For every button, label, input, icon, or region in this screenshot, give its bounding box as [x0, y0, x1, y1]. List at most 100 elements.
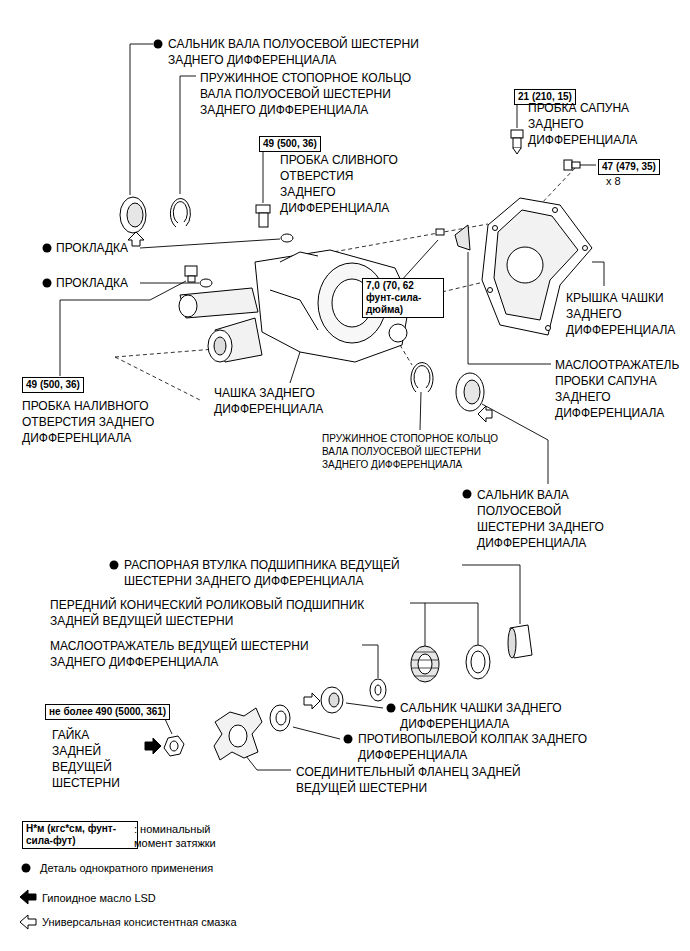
part-label: ПРУЖИННОЕ СТОПОРНОЕ КОЛЬЦО ВАЛА ПОЛУОСЕВ… — [322, 432, 512, 471]
oil-seal — [329, 693, 339, 707]
carrier-cover — [488, 288, 493, 293]
oil-slinger — [370, 679, 386, 701]
part-label-text: ПРОТИВОПЫЛЕВОЙ КОЛПАК ЗАДНЕГО ДИФФЕРЕНЦИ… — [358, 732, 587, 762]
legend-samples — [20, 864, 36, 930]
assembly-dashed-lines — [540, 168, 575, 205]
part-label: ПРОТИВОПЫЛЕВОЙ КОЛПАК ЗАДНЕГО ДИФФЕРЕНЦИ… — [358, 731, 608, 763]
part-label-text: ПРУЖИННОЕ СТОПОРНОЕ КОЛЬЦО ВАЛА ПОЛУОСЕВ… — [200, 71, 411, 117]
pinion-nut — [145, 738, 161, 754]
pinion-nut — [145, 736, 184, 756]
snap-ring — [173, 202, 187, 223]
leader-lines — [140, 239, 280, 248]
breather-plug — [513, 138, 521, 148]
part-label-text: ПРОКЛАДКА — [56, 241, 128, 255]
companion-flange — [214, 708, 262, 760]
leader-lines — [400, 240, 438, 282]
assembly-dashed-lines — [400, 345, 412, 365]
part-label: МАСЛООТРАЖАТЕЛЬ ВЕДУЩЕЙ ШЕСТЕРНИ ЗАДНЕГО… — [50, 638, 355, 670]
single-use-mark — [463, 490, 472, 499]
dust-deflector — [270, 705, 290, 731]
part-label: МАСЛООТРАЖАТЕЛЬ ПРОБКИ САПУНА ЗАДНЕГО ДИ… — [555, 357, 686, 421]
torque-box: 49 (500, 36) — [259, 136, 321, 152]
leader-lines — [246, 756, 291, 770]
filler-plug — [188, 276, 195, 282]
part-label: ГАЙКА ЗАДНЕЙ ВЕДУЩЕЙ ШЕСТЕРНИ — [52, 727, 134, 791]
bearing-spacer — [508, 628, 516, 658]
side-gear-oil-seal — [120, 197, 146, 233]
side-gear-oil-seal — [128, 232, 144, 246]
side-gear-oil-seal — [120, 197, 146, 246]
breather-plug — [511, 130, 523, 138]
differential-carrier — [179, 295, 197, 317]
part-label: ПРОБКА НАЛИВНОГО ОТВЕРСТИЯ ЗАДНЕГО ДИФФЕ… — [22, 398, 182, 446]
legend-text: Деталь однократного применения — [40, 862, 213, 874]
leader-lines — [165, 719, 172, 734]
drain-plug — [259, 213, 268, 227]
leader-lines — [425, 603, 426, 646]
part-label-text: КРЫШКА ЧАШКИ ЗАДНЕГО ДИФФЕРЕНЦИАЛА — [566, 291, 675, 337]
bearing-outer-race — [466, 645, 490, 679]
part-label-text: ГАЙКА ЗАДНЕЙ ВЕДУЩЕЙ ШЕСТЕРНИ — [52, 728, 120, 790]
part-label: СОЕДИНИТЕЛЬНЫЙ ФЛАНЕЦ ЗАДНЕЙ ВЕДУЩЕЙ ШЕС… — [296, 764, 558, 796]
snap-ring-right — [411, 363, 433, 392]
side-gear-oil-seal-right — [456, 373, 484, 411]
differential-carrier — [214, 337, 226, 355]
leader-lines — [293, 727, 340, 739]
bearing-outer-race — [471, 651, 485, 673]
part-label: ПРОБКА САПУНА ЗАДНЕГО ДИФФЕРЕНЦИАЛА — [528, 100, 653, 148]
part-label-text: САЛЬНИК ЧАШКИ ЗАДНЕГО ДИФФЕРЕНЦИАЛА — [400, 701, 562, 731]
leader-lines — [290, 352, 300, 383]
carrier-cover — [553, 208, 558, 213]
cover-bolt — [564, 160, 572, 170]
oil-slinger — [370, 679, 386, 701]
pinion-nut — [164, 736, 184, 756]
torque-value: не более 490 (5000, 361) — [49, 706, 166, 717]
snap-ring — [170, 199, 190, 227]
leader-lines — [346, 703, 383, 708]
part-label: ПРОКЛАДКА — [56, 275, 176, 291]
part-label-text: ПРОКЛАДКА — [56, 276, 128, 290]
part-label-text: x 8 — [606, 175, 621, 187]
tapered-roller-bearing — [412, 652, 438, 676]
legend-entry: Деталь однократного применения — [40, 861, 213, 875]
part-label-text: ПРОБКА НАЛИВНОГО ОТВЕРСТИЯ ЗАДНЕГО ДИФФЕ… — [22, 399, 154, 445]
side-gear-oil-seal-right — [478, 406, 492, 422]
legend-text: Универсальная консистентная смазка — [42, 916, 237, 928]
companion-flange — [229, 725, 247, 747]
part-label: ПРУЖИННОЕ СТОПОРНОЕ КОЛЬЦО ВАЛА ПОЛУОСЕВ… — [200, 70, 430, 118]
leader-lines — [140, 283, 199, 284]
part-label: САЛЬНИК ВАЛА ПОЛУОСЕВОЙ ШЕСТЕРНИ ЗАДНЕГО… — [168, 36, 458, 68]
part-label: САЛЬНИК ВАЛА ПОЛУОСЕВОЙ ШЕСТЕРНИ ЗАДНЕГО… — [477, 487, 622, 551]
torque-box: не более 490 (5000, 361) — [45, 704, 170, 720]
differential-carrier — [280, 252, 318, 262]
leader-lines — [580, 165, 596, 166]
part-label-text: ПРОБКА САПУНА ЗАДНЕГО ДИФФЕРЕНЦИАЛА — [528, 101, 637, 147]
part-label: ПРОКЛАДКА — [56, 240, 176, 256]
dust-deflector — [270, 705, 290, 731]
legend-entry: Гипоидное масло LSD — [42, 891, 156, 905]
differential-carrier — [208, 330, 232, 362]
breather-plug — [513, 148, 521, 154]
assembly-dashed-lines — [115, 357, 200, 400]
single-use-mark — [43, 40, 472, 744]
differential-carrier — [389, 324, 407, 342]
part-label-text: САЛЬНИК ВАЛА ПОЛУОСЕВОЙ ШЕСТЕРНИ ЗАДНЕГО… — [168, 37, 419, 67]
baffle-screw — [436, 229, 444, 235]
part-label: : номинальный момент затяжки — [134, 822, 244, 850]
leader-lines — [592, 262, 604, 286]
drain-plug — [256, 205, 270, 213]
part-label-text: СОЕДИНИТЕЛЬНЫЙ ФЛАНЕЦ ЗАДНЕЙ ВЕДУЩЕЙ ШЕС… — [296, 765, 521, 795]
dust-deflector — [276, 711, 286, 725]
torque-box: 49 (500, 36) — [22, 377, 84, 393]
torque-box: 47 (479, 35) — [598, 159, 660, 175]
oil-slinger — [375, 685, 381, 695]
bearing-spacer — [508, 625, 532, 658]
companion-flange — [214, 708, 262, 760]
part-label: САЛЬНИК ЧАШКИ ЗАДНЕГО ДИФФЕРЕНЦИАЛА — [400, 700, 595, 732]
carrier-cover — [546, 326, 551, 331]
side-gear-oil-seal — [127, 203, 143, 227]
leader-lines — [420, 392, 421, 430]
differential-carrier — [270, 290, 318, 330]
torque-box: 7,0 (70, 62 фунт-сила-дюйма) — [362, 278, 444, 318]
legend-samples — [20, 915, 36, 929]
